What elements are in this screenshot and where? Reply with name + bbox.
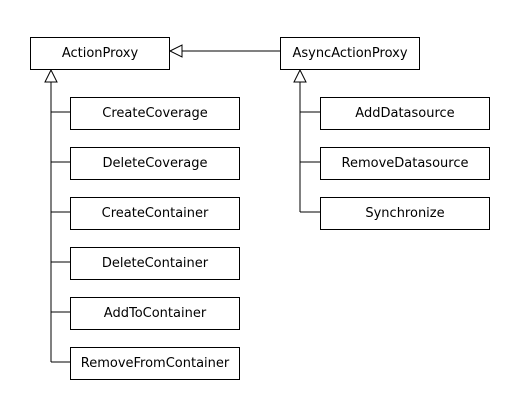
class-box-async-action-proxy: AsyncActionProxy [280,37,420,70]
class-box-synchronize: Synchronize [320,197,490,230]
class-box-delete-coverage: DeleteCoverage [70,147,240,180]
class-box-create-container: CreateContainer [70,197,240,230]
inheritance-arrowhead [168,44,183,58]
class-box-add-to-container: AddToContainer [70,297,240,330]
class-box-remove-from-container: RemoveFromContainer [70,347,240,380]
class-box-action-proxy: ActionProxy [30,37,170,70]
class-box-add-datasource: AddDatasource [320,97,490,130]
class-box-create-coverage: CreateCoverage [70,97,240,130]
inheritance-arrowhead [44,68,58,83]
class-box-remove-datasource: RemoveDatasource [320,147,490,180]
inheritance-arrowhead [293,68,307,83]
class-box-delete-container: DeleteContainer [70,247,240,280]
